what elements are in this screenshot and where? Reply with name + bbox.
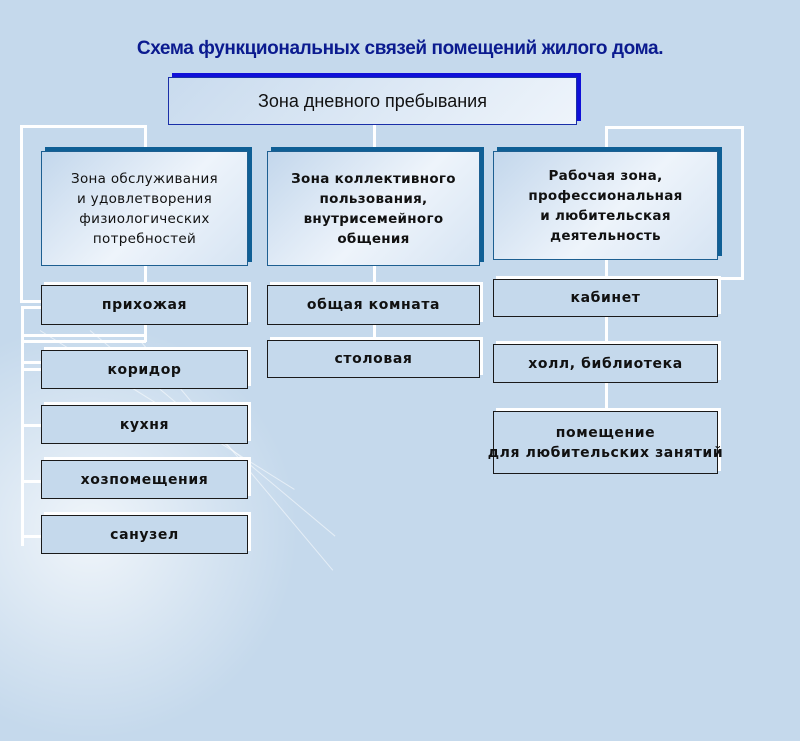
- zone-label-line: и любительская: [540, 207, 671, 224]
- zone-label-line: деятельность: [550, 227, 661, 244]
- room-box: холл, библиотека: [493, 344, 718, 383]
- connector-right-spine: [605, 262, 608, 412]
- zone-label-line: физиологических: [79, 210, 210, 227]
- zone-label-line: Рабочая зона,: [548, 167, 663, 184]
- connector-left-tick: [21, 361, 45, 364]
- room-box: общая комната: [267, 285, 480, 325]
- connector-left-tick: [21, 535, 45, 538]
- room-label: санузел: [110, 526, 179, 543]
- connector-left-tick: [21, 334, 146, 337]
- room-box: санузел: [41, 515, 248, 554]
- room-label: кабинет: [570, 290, 641, 306]
- room-box: кухня: [41, 405, 248, 444]
- room-label-line: помещение: [555, 424, 656, 441]
- room-box: коридор: [41, 350, 248, 389]
- connector-left-tick: [21, 368, 45, 371]
- room-label: хозпомещения: [80, 471, 209, 488]
- room-box: помещение для любительских занятий: [488, 411, 723, 474]
- connector-vertical-center: [373, 125, 376, 150]
- room-box: кабинет: [493, 279, 718, 317]
- room-label: прихожая: [101, 297, 188, 313]
- zone-service-box: Зона обслуживания и удовлетворения физио…: [41, 151, 248, 266]
- zone-label-line: внутрисемейного: [303, 210, 444, 227]
- room-box: столовая: [267, 340, 480, 378]
- root-zone-box: Зона дневного пребывания: [168, 77, 577, 125]
- zone-work-box: Рабочая зона, профессиональная и любител…: [493, 151, 718, 260]
- connector-left-tick: [21, 340, 146, 343]
- root-zone-label: Зона дневного пребывания: [258, 90, 487, 111]
- room-label: столовая: [334, 351, 413, 367]
- connector-left-tick: [21, 480, 45, 483]
- diagram-title: Схема функциональных связей помещений жи…: [136, 38, 664, 59]
- room-box: прихожая: [41, 285, 248, 325]
- zone-label-line: общения: [337, 230, 410, 247]
- room-label: общая комната: [306, 297, 441, 313]
- room-box: хозпомещения: [41, 460, 248, 499]
- zone-label-line: Зона обслуживания: [71, 170, 218, 187]
- zone-label-line: и удовлетворения: [76, 190, 212, 207]
- room-label: кухня: [119, 416, 170, 433]
- room-label: коридор: [107, 361, 182, 378]
- connector-left-tick: [21, 306, 45, 309]
- zone-label-line: Зона коллективного: [291, 170, 456, 187]
- zone-label-line: потребностей: [92, 230, 197, 247]
- room-label: холл, библиотека: [528, 355, 683, 372]
- connector-left-tick: [21, 424, 45, 427]
- room-label-line: для любительских занятий: [487, 444, 724, 461]
- zone-collective-box: Зона коллективного пользования, внутрисе…: [267, 151, 480, 266]
- zone-label-line: профессиональная: [528, 187, 683, 204]
- zone-label-line: пользования,: [319, 190, 428, 207]
